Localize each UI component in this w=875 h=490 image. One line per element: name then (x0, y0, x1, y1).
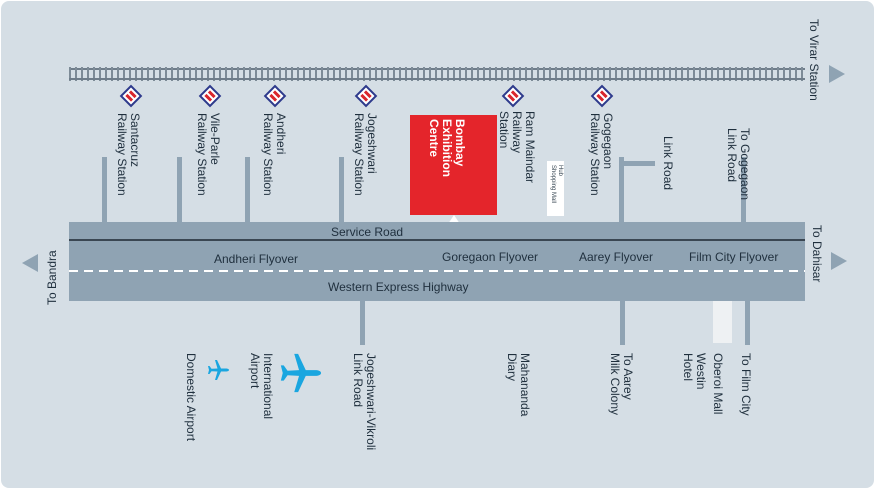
road-divider (69, 239, 805, 241)
link-road-stub (619, 157, 624, 223)
domestic-airport-label: Domestic Airport (184, 353, 198, 442)
service-road (69, 222, 805, 239)
andheri-flyover-label: Andheri Flyover (214, 252, 299, 266)
international-airport-label: International Airport (248, 353, 275, 420)
to-bandra-label: To Bandra (45, 250, 59, 305)
link-road-label: Link Road (661, 136, 675, 191)
road-stub (102, 157, 107, 223)
link-road-branch (619, 161, 655, 166)
metro-station-icon (354, 84, 378, 108)
metro-station-icon (501, 84, 525, 108)
metro-station-icon (590, 84, 614, 108)
oberoi-mall-label: Oberoi Mall (711, 353, 725, 415)
arrow-left-icon (22, 254, 38, 272)
road-stub (245, 157, 250, 223)
arrow-right-icon (831, 252, 847, 270)
film-city-stub (745, 301, 750, 345)
station-ram-mandir-label: Ram Maindar Railway Station (497, 111, 537, 184)
jvlr-stub (360, 301, 365, 345)
highway-label: Western Express Highway (328, 280, 469, 294)
station-goregaon-label: Gogegaon Railway Station (588, 113, 615, 196)
station-vile-parle-label: Vile-Parle Railway Station (195, 113, 222, 196)
goregaon-flyover-label: Goregaon Flyover (442, 250, 539, 264)
to-virar-label: To Virar Station (807, 19, 821, 101)
station-jogeshwari-label: Jogeshwari Railway Station (352, 113, 379, 196)
film-city-flyover-label: Film City Flyover (689, 250, 779, 264)
westin-hotel-label: Westin Hotel (681, 353, 708, 390)
metro-station-icon (119, 84, 143, 108)
lane-divider (69, 270, 805, 272)
oberoi-mall-box (713, 301, 732, 343)
railway-rail-bottom (69, 78, 805, 80)
aarey-flyover-label: Aarey Flyover (579, 250, 654, 264)
to-film-city-label: To Film City (739, 353, 753, 416)
arrow-right-icon (829, 65, 845, 83)
service-road-label: Service Road (331, 225, 404, 239)
jvlr-label: Jogeshwari-Vikroli Link Road (351, 353, 378, 451)
hub-mall-label: Hub Shopping Mall (550, 165, 563, 204)
mahananda-diary-label: Mahananda Diary (505, 353, 532, 417)
airplane-icon (280, 353, 322, 393)
station-santacruz-label: Santacruz Railway Station (115, 113, 142, 196)
venue-block[interactable]: Bombay Exhibition Centre (410, 115, 497, 215)
metro-station-icon (263, 84, 287, 108)
road-stub (177, 157, 182, 223)
station-andheri-label: Andheri Railway Station (261, 113, 288, 196)
goregaon-link-road-stub (741, 157, 746, 223)
metro-station-icon (198, 84, 222, 108)
road-stub (339, 157, 344, 223)
to-goregaon-link-road-label: To Gogegaon Link Road (725, 128, 752, 201)
venue-label: Bombay Exhibition Centre (427, 119, 467, 177)
airplane-icon (208, 360, 229, 380)
hub-mall-box: Hub Shopping Mall (547, 161, 564, 216)
aarey-colony-label: To Aarey Milk Colony (608, 353, 635, 416)
to-dahisar-label: To Dahisar (810, 225, 824, 283)
railway-track (69, 67, 805, 81)
aarey-colony-stub (620, 301, 625, 345)
